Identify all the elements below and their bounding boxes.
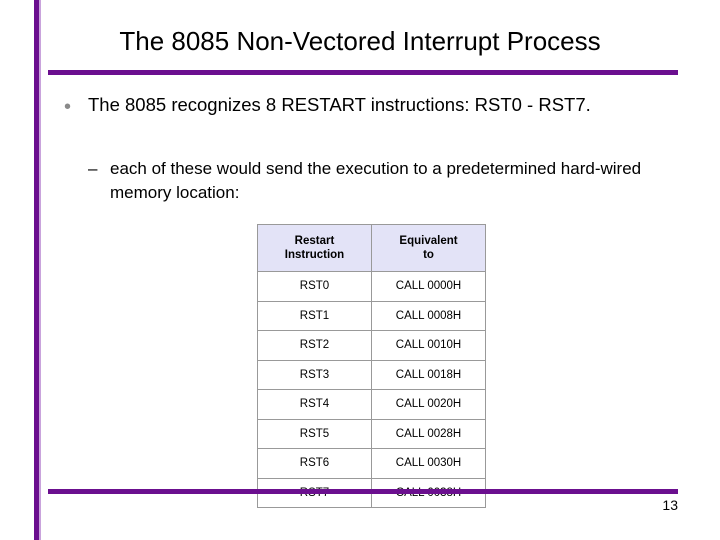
cell-equivalent: CALL 0010H: [371, 330, 486, 361]
bullet-secondary-text: each of these would send the execution t…: [110, 159, 642, 202]
title-divider: [48, 70, 678, 75]
cell-equivalent: CALL 0028H: [371, 418, 486, 449]
header-line-2: Instruction: [284, 249, 345, 261]
table-header-restart-instruction: Restart Instruction: [257, 224, 372, 272]
cell-restart: RST2: [257, 330, 372, 361]
left-accent-bar: [34, 0, 39, 540]
left-accent-bar-light: [39, 0, 41, 540]
cell-restart: RST3: [257, 359, 372, 390]
cell-equivalent: CALL 0000H: [371, 271, 486, 302]
cell-restart: RST4: [257, 389, 372, 420]
footer-divider: [48, 489, 678, 494]
table-row: RST6 CALL 0030H: [257, 448, 486, 479]
restart-instruction-table: Restart Instruction Equivalent to RST0 C…: [257, 224, 486, 508]
table-row: RST4 CALL 0020H: [257, 389, 486, 420]
bullet-dash-icon: –: [88, 159, 98, 178]
cell-restart: RST1: [257, 300, 372, 331]
cell-restart: RST6: [257, 448, 372, 479]
cell-restart: RST5: [257, 418, 372, 449]
header-line-1: Equivalent: [399, 235, 458, 247]
table-header-equivalent-to: Equivalent to: [371, 224, 486, 272]
cell-equivalent: CALL 0020H: [371, 389, 486, 420]
table-row: RST5 CALL 0028H: [257, 418, 486, 449]
bullet-item-primary: • The 8085 recognizes 8 RESTART instruct…: [64, 92, 664, 117]
bullet-dot-icon: •: [64, 96, 72, 118]
header-line-1: Restart: [294, 235, 335, 247]
cell-equivalent: CALL 0018H: [371, 359, 486, 390]
cell-equivalent: CALL 0008H: [371, 300, 486, 331]
table-header-row: Restart Instruction Equivalent to: [257, 224, 486, 272]
bullet-primary-text: The 8085 recognizes 8 RESTART instructio…: [88, 94, 591, 115]
header-line-2: to: [423, 249, 434, 261]
table-row: RST2 CALL 0010H: [257, 330, 486, 361]
page-number: 13: [662, 497, 678, 513]
cell-restart: RST0: [257, 271, 372, 302]
bullet-item-secondary: – each of these would send the execution…: [88, 157, 648, 205]
table-row: RST1 CALL 0008H: [257, 300, 486, 331]
cell-equivalent: CALL 0030H: [371, 448, 486, 479]
page-title: The 8085 Non-Vectored Interrupt Process: [119, 26, 601, 56]
table-row: RST0 CALL 0000H: [257, 271, 486, 302]
table-row: RST3 CALL 0018H: [257, 359, 486, 390]
